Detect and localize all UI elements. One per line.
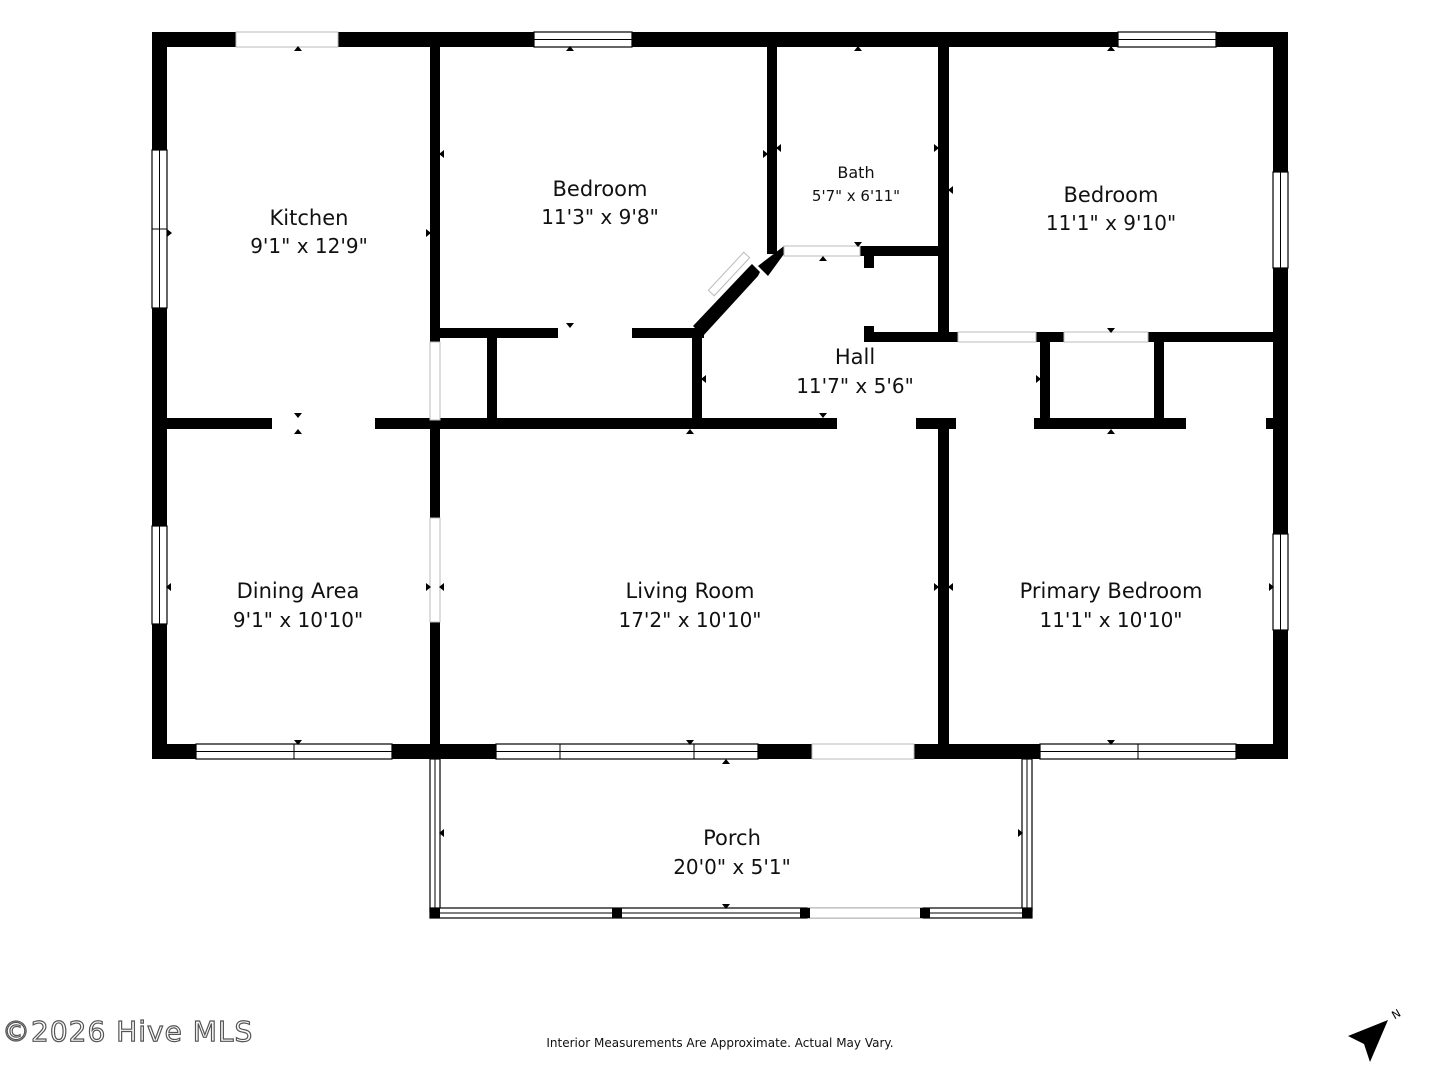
room-bedroom-2: Bedroom 11'3" x 9'8" bbox=[541, 177, 659, 229]
room-dimensions: 5'7" x 6'11" bbox=[812, 187, 900, 205]
room-dimensions: 20'0" x 5'1" bbox=[673, 855, 791, 879]
room-name: Porch bbox=[703, 826, 761, 850]
dimension-ticks bbox=[166, 46, 1274, 909]
room-name: Hall bbox=[835, 345, 875, 369]
room-name: Living Room bbox=[626, 579, 755, 603]
room-dimensions: 11'7" x 5'6" bbox=[796, 374, 914, 398]
room-name: Bedroom bbox=[1064, 183, 1159, 207]
room-bedroom-3: Bedroom 11'1" x 9'10" bbox=[1046, 183, 1176, 235]
measurement-disclaimer: Interior Measurements Are Approximate. A… bbox=[546, 1036, 893, 1050]
room-name: Bath bbox=[837, 163, 874, 182]
porch-structure bbox=[429, 758, 1033, 919]
room-porch: Porch 20'0" x 5'1" bbox=[673, 826, 791, 879]
room-dimensions: 9'1" x 12'9" bbox=[250, 234, 368, 258]
room-primary-bedroom: Primary Bedroom 11'1" x 10'10" bbox=[1020, 579, 1203, 632]
room-name: Bedroom bbox=[553, 177, 648, 201]
room-living-room: Living Room 17'2" x 10'10" bbox=[618, 579, 761, 632]
room-dimensions: 11'3" x 9'8" bbox=[541, 205, 659, 229]
exterior-windows bbox=[151, 31, 1289, 760]
room-name: Primary Bedroom bbox=[1020, 579, 1203, 603]
room-dining-area: Dining Area 9'1" x 10'10" bbox=[233, 579, 363, 632]
interior-openings bbox=[429, 245, 1149, 623]
room-kitchen: Kitchen 9'1" x 12'9" bbox=[250, 206, 368, 258]
north-arrow-icon: N bbox=[1348, 1007, 1403, 1062]
room-dimensions: 9'1" x 10'10" bbox=[233, 608, 363, 632]
exterior-walls bbox=[152, 32, 1288, 759]
copyright-watermark: ©2026 Hive MLS bbox=[2, 1015, 253, 1048]
interior-walls bbox=[152, 32, 1288, 752]
room-dimensions: 11'1" x 10'10" bbox=[1039, 608, 1182, 632]
room-name: Dining Area bbox=[237, 579, 360, 603]
room-name: Kitchen bbox=[270, 206, 349, 230]
room-dimensions: 11'1" x 9'10" bbox=[1046, 211, 1176, 235]
room-hall: Hall 11'7" x 5'6" bbox=[796, 345, 914, 398]
room-bath: Bath 5'7" x 6'11" bbox=[812, 163, 900, 205]
north-label: N bbox=[1390, 1007, 1404, 1022]
room-dimensions: 17'2" x 10'10" bbox=[618, 608, 761, 632]
